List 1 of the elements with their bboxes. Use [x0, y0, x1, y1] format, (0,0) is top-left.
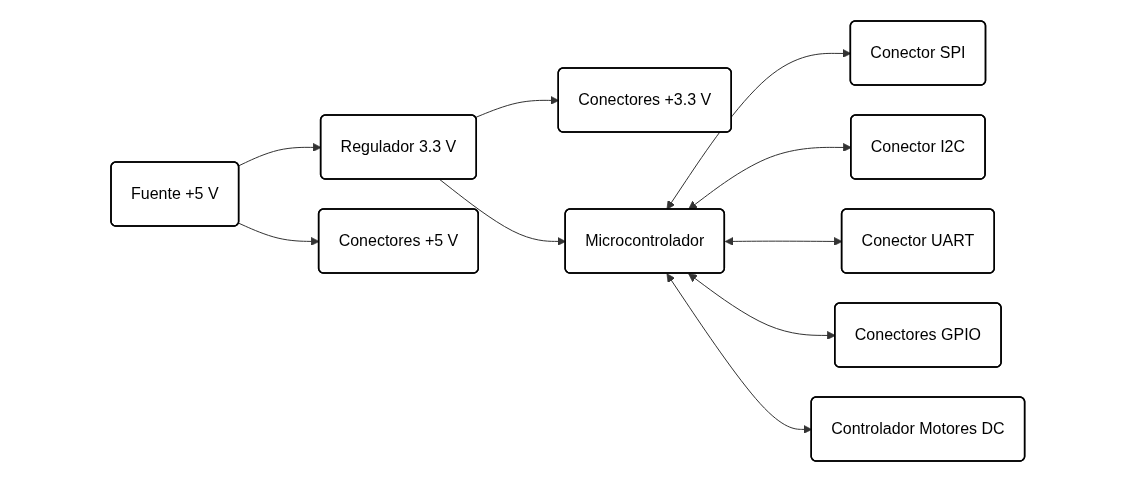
arrow — [666, 48, 851, 210]
